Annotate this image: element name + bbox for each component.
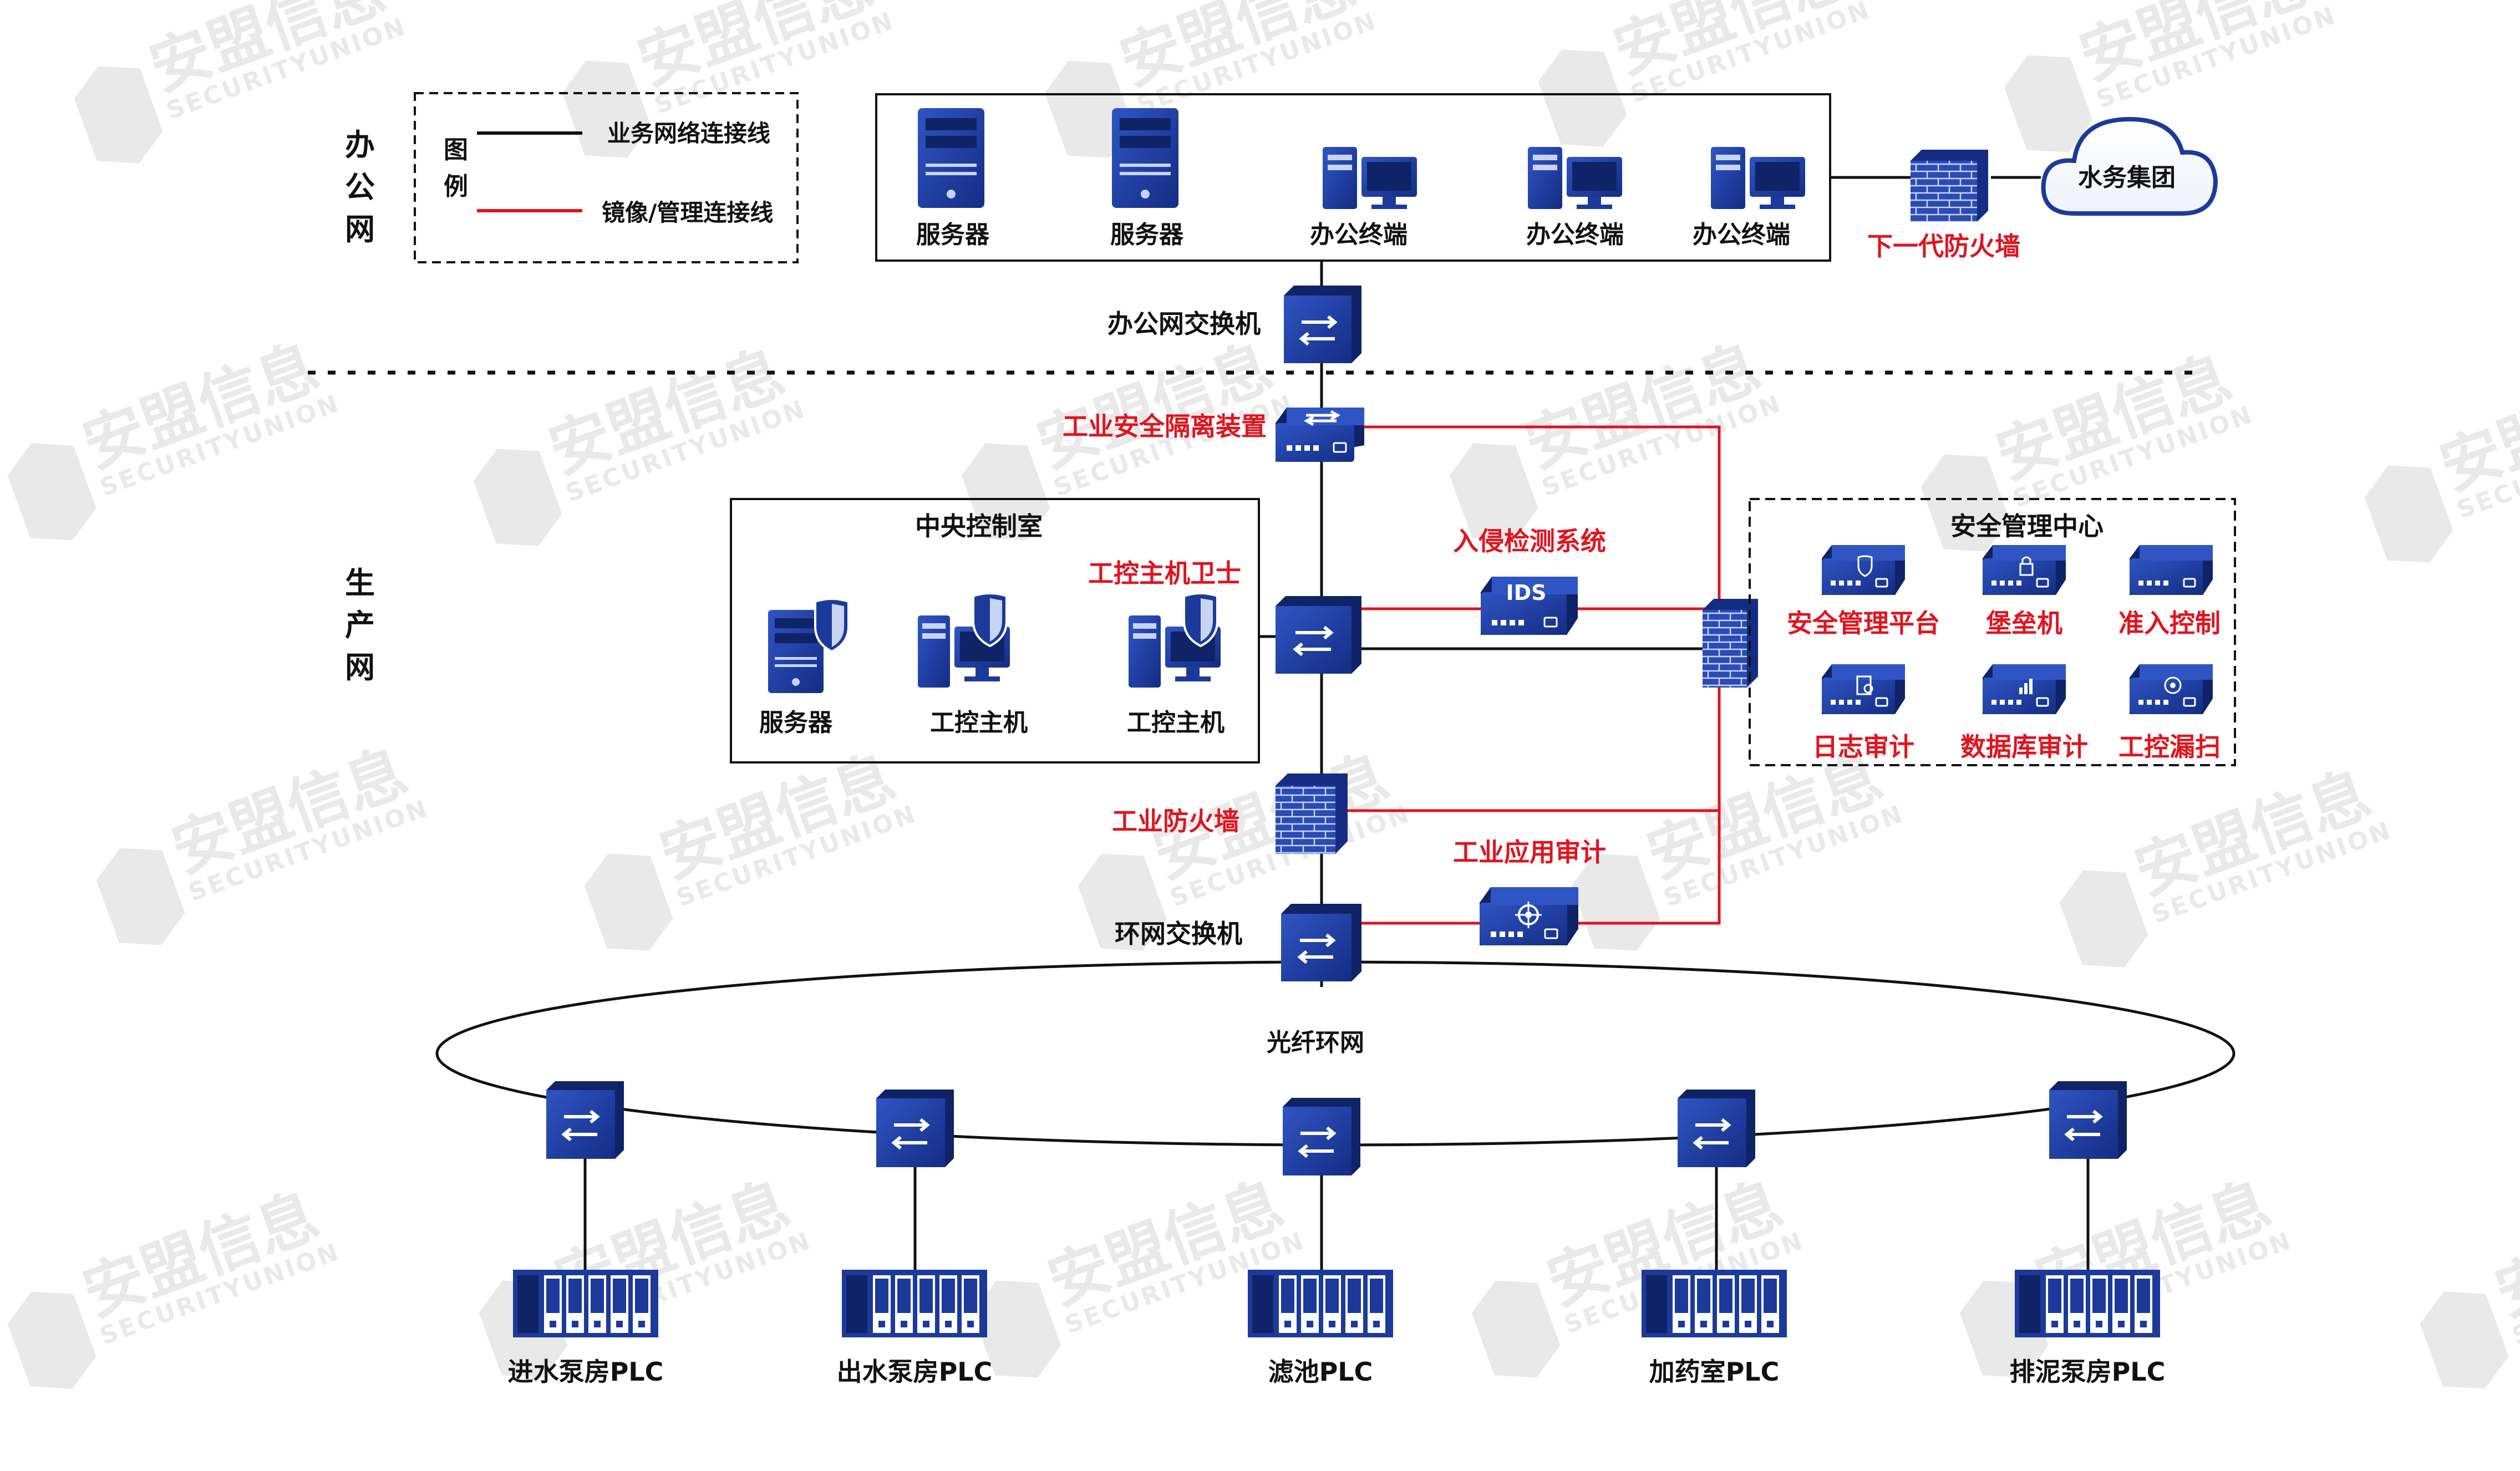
security-center-box — [1749, 498, 2236, 766]
office-device-label: 办公终端 — [1310, 221, 1408, 249]
security-firewall-icon — [1703, 599, 1758, 688]
plc-label: 滤池PLC — [1268, 1357, 1373, 1387]
industrial-firewall-icon — [1276, 773, 1348, 854]
shield-icon — [814, 598, 850, 653]
ring-node-switch-icon — [1678, 1090, 1755, 1167]
host-guard-label: 工控主机卫士 — [1088, 558, 1241, 588]
plc-label: 出水泵房PLC — [837, 1357, 993, 1387]
security-item-label: 数据库审计 — [1960, 732, 2088, 762]
industrial-firewall-label: 工业防火墙 — [1112, 806, 1239, 836]
ring-node-switch-icon — [546, 1081, 624, 1159]
security-appliance-icon — [1822, 545, 1905, 595]
industrial-audit-label: 工业应用审计 — [1453, 837, 1606, 867]
control-room-title: 中央控制室 — [915, 511, 1043, 541]
security-item-label: 日志审计 — [1812, 732, 1914, 762]
isolation-device-icon — [1276, 408, 1364, 462]
plc-rack-icon — [842, 1270, 987, 1337]
industrial-audit-icon — [1480, 887, 1578, 945]
mirror-line-isolation — [1364, 425, 1721, 602]
control-server-icon — [768, 610, 824, 693]
ids-label: 入侵检测系统 — [1453, 526, 1606, 556]
cloud-label: 水务集团 — [2078, 164, 2176, 192]
core-switch-icon — [1276, 596, 1361, 674]
ids-badge: IDS — [1506, 581, 1546, 605]
plc-rack-icon — [2015, 1270, 2160, 1337]
control-device-label: 工控主机 — [930, 709, 1028, 737]
office-terminal-icon — [1528, 147, 1622, 209]
plc-rack-icon — [513, 1270, 658, 1337]
ring-node-switch-icon — [2049, 1081, 2127, 1159]
office-switch-label: 办公网交换机 — [1107, 309, 1261, 339]
office-device-label: 服务器 — [1110, 221, 1184, 249]
control-device-label: 服务器 — [759, 709, 833, 737]
legend-label-business: 业务网络连接线 — [607, 120, 770, 147]
security-appliance-icon — [2130, 545, 2213, 595]
isolation-device-label: 工业安全隔离装置 — [1063, 411, 1267, 441]
mirror-line-ind-firewall — [1348, 676, 1721, 812]
office-device-label: 服务器 — [916, 221, 990, 249]
legend: 图例 业务网络连接线 镜像/管理连接线 — [414, 92, 799, 263]
security-center-title: 安全管理中心 — [1950, 511, 2104, 541]
security-appliance-icon — [1822, 664, 1905, 714]
plc-rack-icon — [1248, 1270, 1393, 1337]
security-item-label: 堡垒机 — [1986, 608, 2062, 638]
plc-label: 加药室PLC — [1649, 1357, 1780, 1387]
security-appliance-icon — [2130, 664, 2213, 714]
office-terminal-icon — [1711, 147, 1805, 209]
security-item-label: 准入控制 — [2118, 608, 2221, 638]
ring-switch-icon — [1281, 904, 1361, 981]
next-gen-firewall-icon — [1911, 150, 1988, 222]
legend-box — [414, 92, 799, 263]
control-room-box — [730, 498, 1260, 764]
svg-text:安盟信息: 安盟信息 — [2486, 1180, 2520, 1330]
security-appliance-icon — [1983, 545, 2066, 595]
plc-rack-icon — [1642, 1270, 1787, 1337]
plc-label: 排泥泵房PLC — [2010, 1357, 2166, 1387]
cloud-icon — [2041, 116, 2218, 216]
ids-device-icon — [1481, 577, 1578, 635]
control-device-label: 工控主机 — [1127, 709, 1225, 737]
zone-label-office: 办公网 — [345, 128, 375, 247]
office-switch-icon — [1284, 286, 1361, 363]
ring-node-switch-icon — [876, 1090, 954, 1167]
office-terminal-icon — [1323, 147, 1417, 209]
ring-label: 光纤环网 — [1267, 1029, 1364, 1057]
ring-switch-label: 环网交换机 — [1115, 919, 1242, 949]
office-server-icon — [918, 108, 984, 208]
security-item-label: 安全管理平台 — [1787, 608, 1940, 638]
shield-icon — [972, 592, 1008, 648]
security-appliance-icon — [1983, 664, 2066, 714]
office-net-box — [875, 93, 1831, 262]
next-gen-firewall-label: 下一代防火墙 — [1867, 231, 2020, 261]
office-server-icon — [1112, 108, 1178, 208]
office-device-label: 办公终端 — [1693, 221, 1790, 249]
office-device-label: 办公终端 — [1526, 221, 1624, 249]
plc-label: 进水泵房PLC — [508, 1357, 664, 1387]
legend-label-mirror: 镜像/管理连接线 — [602, 199, 773, 226]
shield-icon — [1183, 592, 1218, 648]
legend-title: 图例 — [444, 136, 468, 201]
ring-node-switch-icon — [1283, 1098, 1360, 1175]
security-item-label: 工控漏扫 — [2118, 732, 2221, 762]
zone-label-production: 生产网 — [345, 566, 375, 685]
